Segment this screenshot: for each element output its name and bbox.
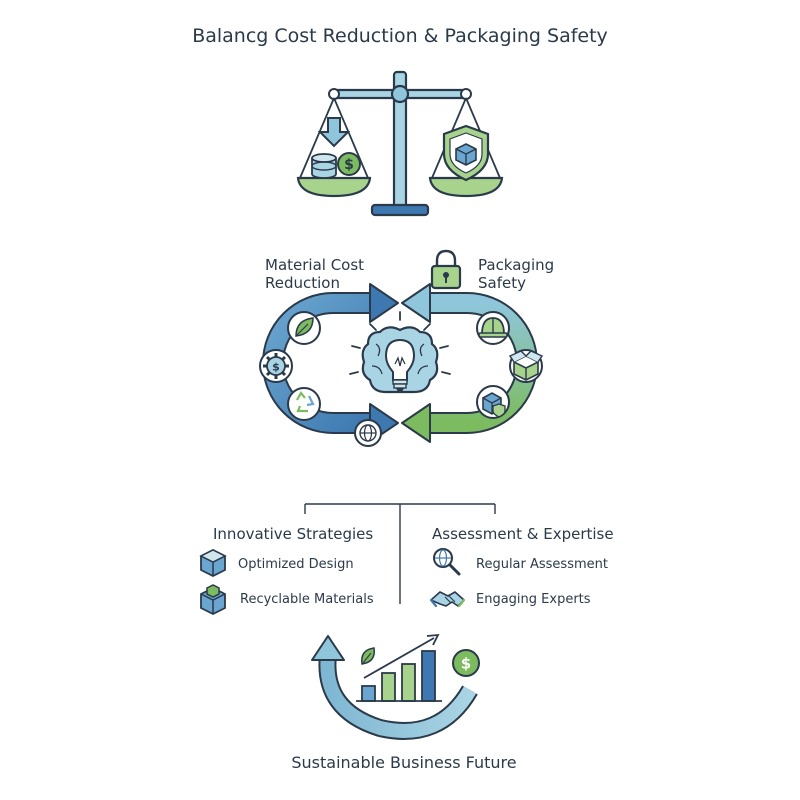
packaging-safety-label: Packaging Safety [478,256,559,292]
globe-circle-icon [354,419,382,447]
shield-box-icon [442,124,490,182]
gear-dollar-icon: $ [259,349,293,383]
brain-lightbulb-icon [349,311,451,394]
page-title: Balancg Cost Reduction & Packaging Safet… [192,25,608,47]
packaging-safety-label-line-2: Safety [478,274,526,292]
recyclable-materials-label: Recyclable Materials [240,592,374,607]
optimized-design-label: Optimized Design [238,557,354,572]
padlock-icon [430,249,462,290]
balance-scale-icon [296,70,504,217]
leaf-circle-icon [287,311,321,345]
sprout-leaf-icon [361,647,375,665]
assessment-expertise-heading: Assessment & Expertise [432,525,614,543]
regular-assessment-label: Regular Assessment [476,557,608,572]
innovative-strategies-heading: Innovative Strategies [213,525,373,543]
handshake-icon [429,591,466,608]
box-shield-circle-icon [476,385,510,419]
packaging-safety-label-line-1: Packaging [478,256,554,274]
cost-reduction-label-line-1: Material Cost [265,256,364,274]
recycle-circle-icon [287,387,321,421]
gear-dollar-symbol: $ [272,361,280,374]
dollar-symbol: $ [344,157,354,173]
growth-cycle-icon [311,635,478,740]
optimized-design-icon [199,548,227,578]
open-box-circle-icon [508,349,544,383]
recyclable-materials-icon [200,584,226,616]
down-arrow-icon [317,117,351,148]
cost-reduction-label: Material Cost Reduction [265,256,369,292]
footer-caption: Sustainable Business Future [291,753,516,772]
hard-hat-circle-icon [476,311,510,345]
engaging-experts-label: Engaging Experts [476,592,591,607]
magnifier-globe-icon [433,548,461,576]
cost-reduction-label-line-2: Reduction [265,274,340,292]
dollar-coin-icon: $ [337,152,361,176]
coin-stack-icon [311,153,337,179]
section-bracket [304,503,496,604]
footer-dollar-symbol: $ [461,655,471,673]
trend-arrow-icon [363,633,440,679]
footer-dollar-icon: $ [452,649,480,677]
bar-chart-icon [356,650,442,702]
